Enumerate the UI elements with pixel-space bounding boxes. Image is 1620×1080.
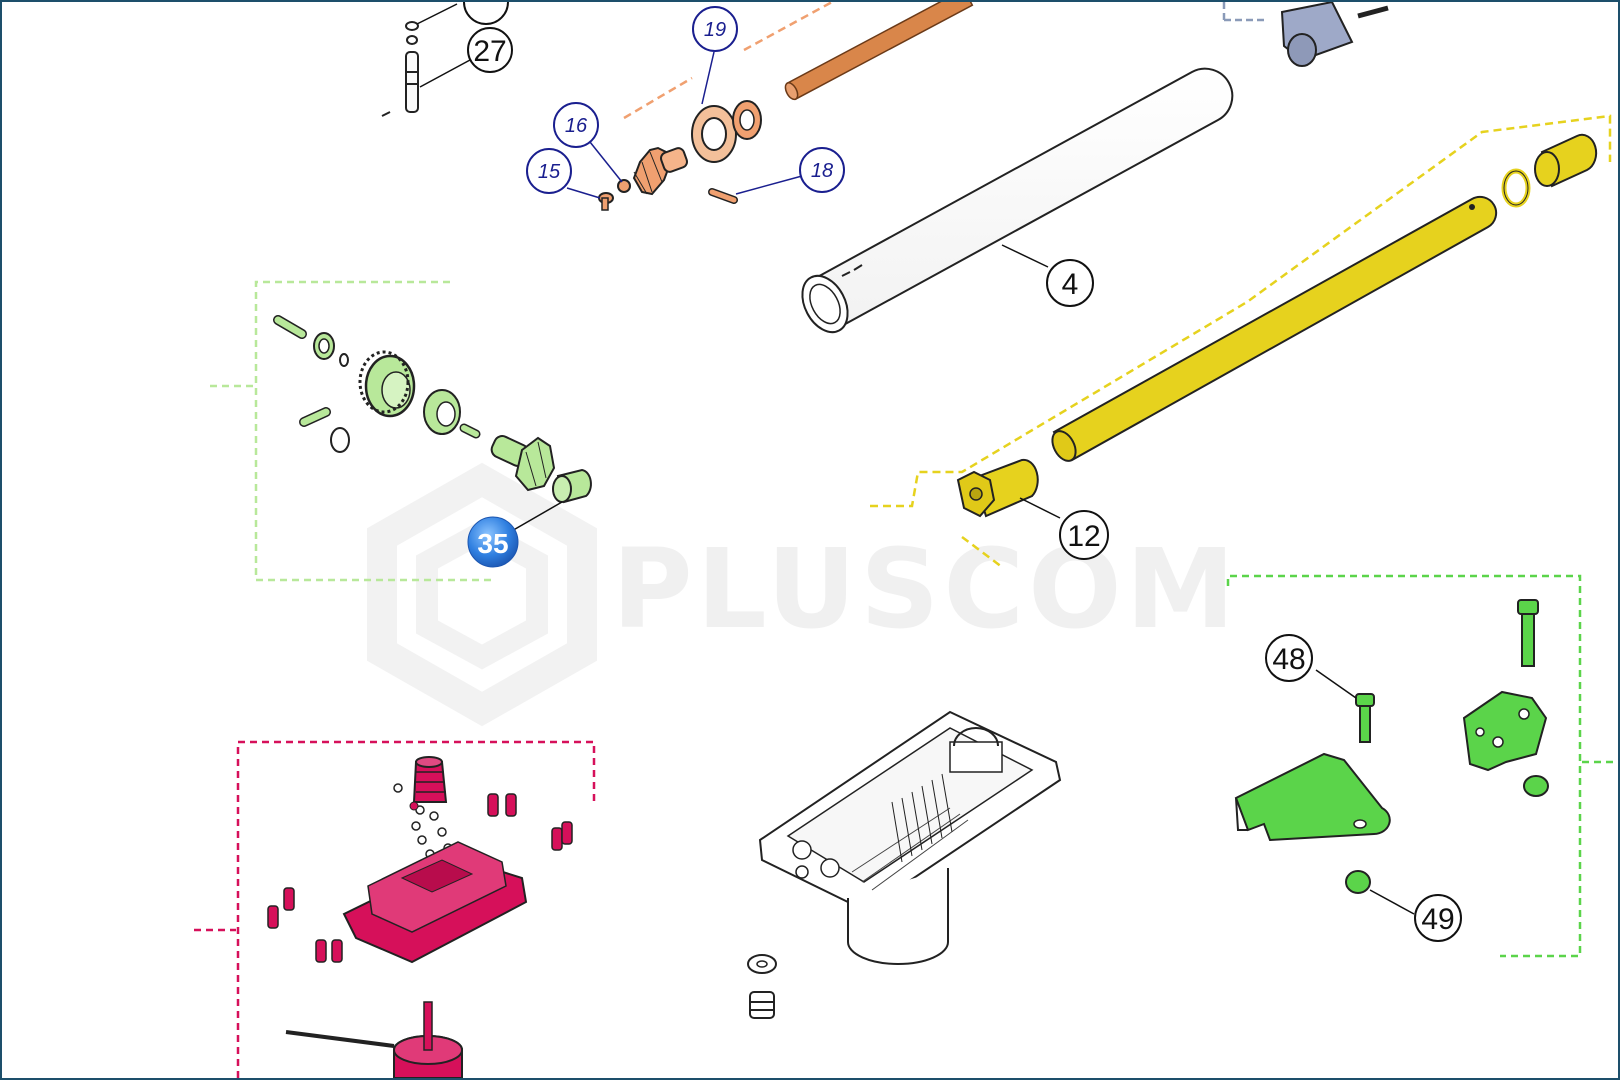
callout-48-label: 48 bbox=[1272, 643, 1305, 676]
callout-partial-top bbox=[463, 2, 509, 25]
callout-35[interactable]: 35 bbox=[467, 516, 519, 568]
callout-19-label: 19 bbox=[704, 19, 726, 41]
callout-16-label: 16 bbox=[565, 115, 588, 137]
grey-cap-part bbox=[1222, 2, 1389, 67]
yellow-inner-tube-group bbox=[870, 114, 1612, 568]
watermark: PLUSCOM bbox=[367, 462, 1239, 727]
callout-12[interactable]: 12 bbox=[1059, 510, 1109, 560]
callout-15[interactable]: 15 bbox=[526, 148, 572, 194]
part-27-group bbox=[381, 3, 471, 117]
callout-49-label: 49 bbox=[1421, 903, 1454, 936]
callout-27[interactable]: 27 bbox=[467, 27, 513, 73]
callout-12-label: 12 bbox=[1067, 520, 1100, 553]
callout-19[interactable]: 19 bbox=[692, 6, 738, 52]
callout-15-label: 15 bbox=[538, 161, 561, 183]
nut-and-fitting bbox=[747, 954, 777, 1019]
magenta-motor-group bbox=[194, 740, 596, 1078]
callout-18[interactable]: 18 bbox=[799, 147, 845, 193]
callout-16[interactable]: 16 bbox=[553, 102, 599, 148]
callout-49[interactable]: 49 bbox=[1414, 894, 1462, 942]
green-bracket-group bbox=[1226, 574, 1618, 958]
base-housing bbox=[758, 710, 1062, 965]
callout-18-label: 18 bbox=[811, 160, 833, 182]
outer-tube-part-4 bbox=[801, 67, 1234, 334]
orange-bevel-group bbox=[566, 2, 974, 211]
callout-35-label: 35 bbox=[477, 528, 508, 559]
callout-4-label: 4 bbox=[1062, 268, 1079, 301]
light-green-gear-group bbox=[210, 280, 592, 582]
callout-27-label: 27 bbox=[473, 35, 506, 68]
watermark-text: PLUSCOM bbox=[612, 525, 1239, 653]
callout-48[interactable]: 48 bbox=[1265, 634, 1313, 682]
callout-4[interactable]: 4 bbox=[1046, 259, 1094, 307]
